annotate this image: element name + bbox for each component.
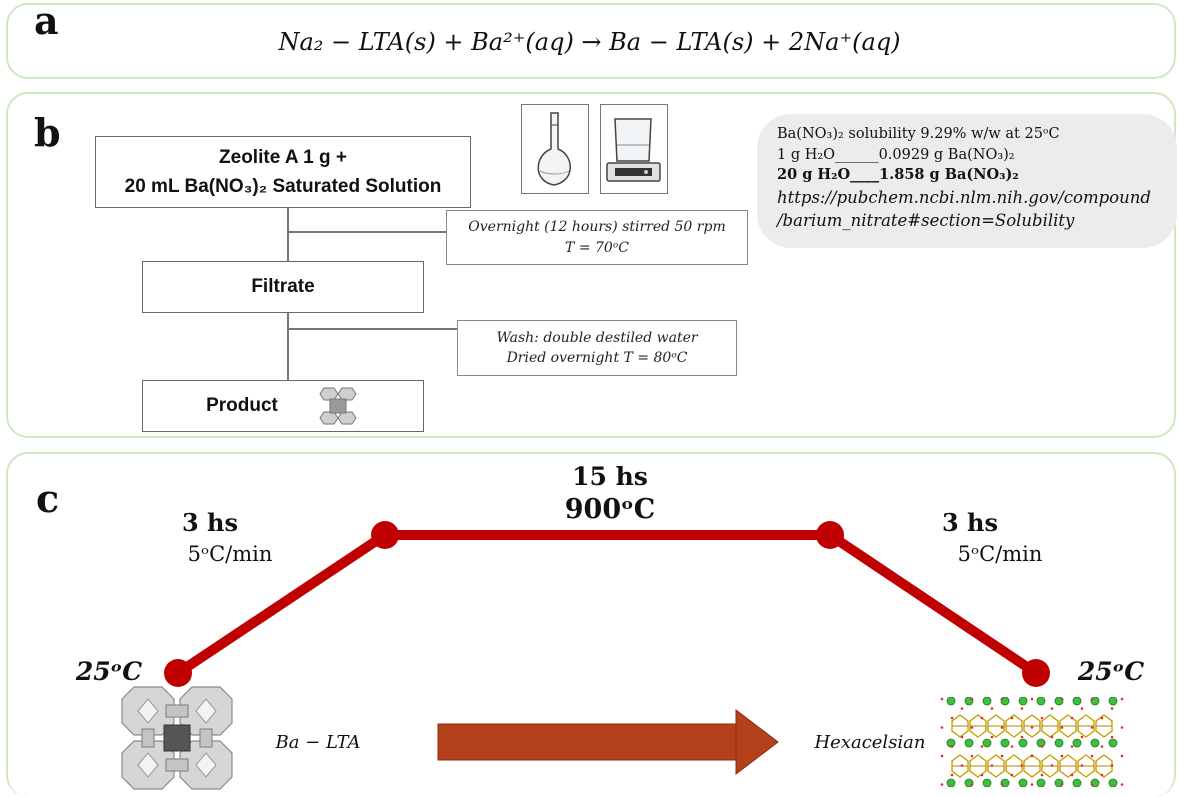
- solubility-line3: 20 g H₂O____1.858 g Ba(NO₃)₂: [777, 166, 1019, 184]
- ramp-down-time: 3 hs: [941, 508, 998, 537]
- start-temperature: 25ᵒC: [75, 657, 143, 686]
- panel-b-label: b: [34, 110, 61, 155]
- ramp-up-time: 3 hs: [181, 508, 238, 537]
- volumetric-flask-icon: [521, 104, 589, 194]
- to-material-label: Hexacelsian: [814, 732, 926, 753]
- hexacelsian-structure-image: [938, 696, 1128, 788]
- step2-line2: Dried overnight T = 80ᵒC: [506, 350, 688, 366]
- solubility-line1: Ba(NO₃)₂ solubility 9.29% w/w at 25ᵒC: [777, 126, 1060, 142]
- end-temperature: 25ᵒC: [1077, 657, 1145, 686]
- zeolite-crystal-icon: [319, 387, 357, 425]
- filtrate-box: Filtrate: [142, 261, 424, 313]
- start-box: Zeolite A 1 g + 20 mL Ba(NO₃)₂ Saturated…: [95, 136, 471, 208]
- product-box-label: Product: [206, 395, 278, 416]
- panel-c-label: c: [36, 476, 60, 521]
- solubility-url-line2: /barium_nitrate#section=Solubility: [777, 211, 1075, 231]
- product-box: Product: [142, 380, 424, 432]
- hold-time: 15 hs: [572, 462, 648, 491]
- panel-a: [6, 3, 1176, 79]
- step1-connector: [287, 231, 447, 233]
- step1-conditions: Overnight (12 hours) stirred 50 rpm T = …: [446, 210, 748, 265]
- ramp-down-rate: 5ᵒC/min: [957, 542, 1043, 566]
- solubility-note: Ba(NO₃)₂ solubility 9.29% w/w at 25ᵒC 1 …: [757, 114, 1177, 248]
- reaction-equation: Na₂ − LTA(s) + Ba²⁺(aq) → Ba − LTA(s) + …: [278, 28, 901, 56]
- ramp-up-rate: 5ᵒC/min: [187, 542, 273, 566]
- hold-temp: 900ᵒC: [564, 494, 656, 525]
- step2-connector: [287, 328, 457, 330]
- solubility-line2: 1 g H₂O______0.0929 g Ba(NO₃)₂: [777, 146, 1015, 163]
- step2-conditions: Wash: double destiled water Dried overni…: [457, 320, 737, 376]
- panel-a-label: a: [34, 0, 59, 43]
- from-material-label: Ba − LTA: [275, 732, 361, 753]
- step1-line1: Overnight (12 hours) stirred 50 rpm: [468, 219, 726, 236]
- start-box-line1: Zeolite A 1 g +: [219, 146, 347, 168]
- start-box-line2: 20 mL Ba(NO₃)₂ Saturated Solution: [124, 176, 442, 197]
- step2-line1: Wash: double destiled water: [496, 329, 698, 346]
- beaker-stirrer-icon: [600, 104, 668, 194]
- step1-line2: T = 70ᵒC: [565, 239, 629, 256]
- solubility-url-line1: https://pubchem.ncbi.nlm.nih.gov/compoun…: [777, 187, 1151, 207]
- ba-lta-structure-image: [118, 685, 236, 791]
